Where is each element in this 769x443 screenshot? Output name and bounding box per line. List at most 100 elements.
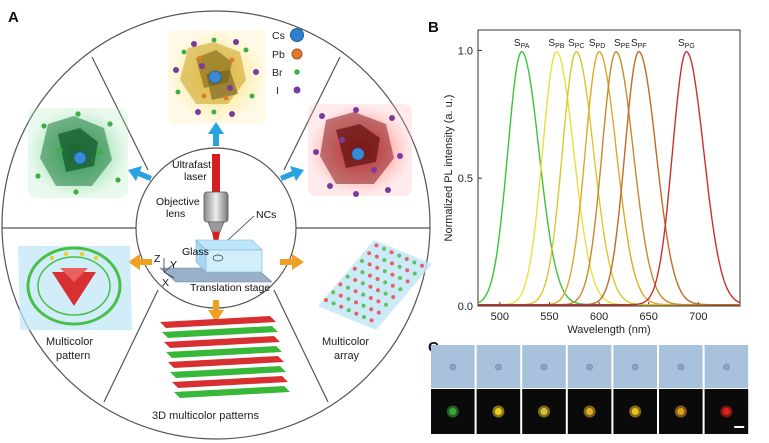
array-dot [369,318,374,323]
label-lens: lens [166,208,185,220]
panel-b-letter: B [428,19,439,36]
stripe-layer-1 [160,316,290,398]
legend-label-br: Br [272,67,283,79]
brightfield-particle [449,363,457,371]
array-dot [412,260,417,265]
array-dot [384,302,388,307]
array-dot [397,264,402,269]
arrow-right-icon [280,254,304,270]
brightfield-particle [586,363,593,371]
arrow-down-icon [208,300,224,322]
array-dot [346,308,351,313]
label-3d-patterns: 3D multicolor patterns [152,410,259,422]
pl-emitter [677,408,685,415]
axis-z-label: Z [154,253,161,265]
array-dot [352,266,357,271]
array-dot [375,265,380,270]
label-multicolor-array-1: Multicolor [322,336,369,348]
laser-beam [212,154,220,192]
x-tick-label: 700 [689,311,707,323]
atom-legend: Cs Pb Br I [272,28,304,97]
array-dot [345,274,350,279]
array-dot [360,259,364,263]
array-dot [339,304,344,309]
array-dot [360,270,365,275]
label-objective: Objective [156,196,200,208]
array-dot [324,298,328,302]
x-tick-label: 650 [640,311,658,323]
array-dot [353,278,358,282]
orange-arrows [128,254,304,322]
label-glass: Glass [182,246,209,258]
objective-lens [203,191,229,223]
array-dot [346,297,351,301]
ncs-pointer [227,215,255,241]
scale-bar [734,426,745,428]
multicolor-pattern: Multicolor pattern [18,246,132,362]
patterns-3d: 3D multicolor patterns [152,316,290,422]
y-axis-title: Normalized PL intensity (a. u.) [443,95,455,242]
array-dot [368,296,373,300]
axis-y-line [163,263,175,273]
brightfield-particle [631,363,639,371]
array-dot [376,299,381,304]
panel-a-letter: A [8,9,19,26]
array-dot [354,311,359,316]
y-tick-label: 0.5 [458,173,473,185]
array-dot [390,272,395,277]
focus-spot [212,254,224,262]
series-label-pb: SPB [548,38,564,50]
array-dot [389,250,394,255]
array-dot [382,258,387,262]
label-multicolor-pattern-1: Multicolor [46,336,93,348]
series-line-pd [478,50,740,306]
arrow-upleft-icon [128,166,152,181]
legend-label-i: I [276,85,279,97]
array-dot [382,269,387,274]
x-tick-label: 600 [590,311,608,323]
pl-emitter [586,408,594,415]
arrow-up-icon [208,122,224,146]
label-multicolor-pattern-2: pattern [56,350,90,362]
brightfield-particle [495,363,502,371]
legend-label-cs: Cs [272,30,285,42]
array-dot [353,289,358,294]
axis-x-line [163,271,175,279]
array-dot [369,307,374,312]
label-laser: laser [184,171,207,183]
array-dot [368,273,372,278]
crystal-red-right [308,104,412,197]
label-multicolor-array-2: array [334,350,360,362]
center-setup: Ultrafast laser Objective lens NCs Glass… [154,154,276,294]
series-line-pg [478,50,741,306]
array-dot [331,301,336,306]
array-dot [331,290,336,295]
series-label-pf: SPF [631,38,647,50]
series-label-pe: SPE [614,38,630,50]
y-tick-label: 1.0 [458,45,473,57]
array-dot [420,263,424,268]
crystal-green-left [28,108,128,198]
legend-label-pb: Pb [272,49,285,61]
array-dot [376,288,380,293]
brightfield-particle [540,363,548,371]
array-dot [383,280,388,285]
crystal-yellow-top [168,30,266,124]
array-dot [405,268,410,273]
y-tick-label: 0.0 [458,301,473,313]
glass-block-side [205,249,263,273]
micrograph-strip [431,345,749,434]
array-dot [374,254,379,259]
array-dot [367,251,372,256]
array-dot [374,243,379,248]
multicolor-array: Multicolor array [318,240,432,362]
array-dot [361,292,366,297]
arrow-left-icon [128,254,152,270]
axis-x-label: X [162,277,169,289]
pl-emitter [540,408,548,415]
brightfield-particle [723,363,730,371]
array-dot [354,300,358,305]
axis-y-label: Y [170,259,177,271]
